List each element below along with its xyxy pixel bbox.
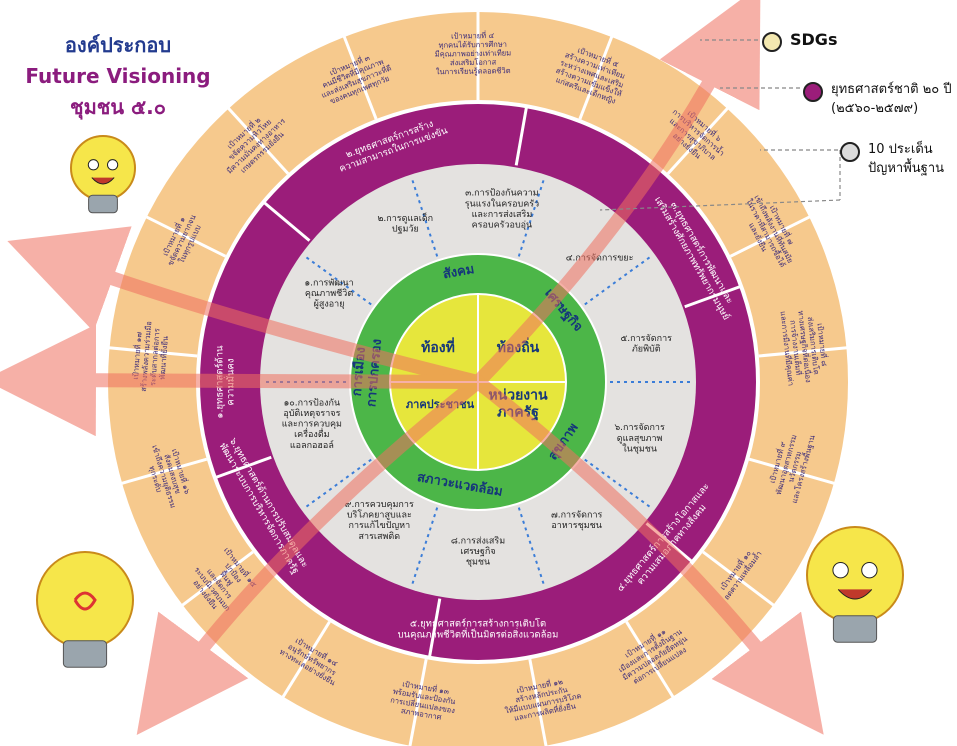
strategy-divider — [262, 200, 311, 242]
issue-divider — [584, 254, 654, 306]
issue-9: ๙.การควบคุมการบริโภคยาสูบและการแก้ไขปัญห… — [345, 500, 414, 542]
bulb-character-bottom-right — [806, 526, 904, 643]
title-block: องค์ประกอบ Future Visioning ชุมชน ๕.๐ — [18, 30, 218, 123]
sdg-divider — [342, 34, 378, 120]
issue-6: ๖.การจัดการดูแลสุขภาพในชุมชน — [614, 423, 665, 454]
sdg-divider — [408, 658, 428, 746]
title-line-2: Future Visioning — [25, 64, 211, 88]
issue-divider — [584, 458, 654, 510]
strategy-5: ๕.ยุทธศาสตร์การสร้างการเติบโตบนคุณภาพชีว… — [398, 617, 559, 640]
legend-dot-gray — [840, 142, 860, 162]
issue-3: ๓.การป้องกันความรุนแรงในครอบครัวและการส่… — [465, 188, 539, 231]
center-quadrant-1: ท้องที่ — [421, 337, 455, 356]
sdg-divider — [107, 346, 198, 358]
sdg-goal-12: เป้าหมายที่ ๑๒สร้างหลักประกันให้มีแบบแผน… — [500, 673, 584, 724]
sdg-divider — [226, 106, 290, 175]
sdg-divider — [625, 620, 676, 700]
bulb-heart-bottom-left — [36, 551, 134, 668]
legend-national-strategy: ยุทธศาสตร์ชาติ ๒๐ ปี (๒๕๖๐-๒๕๗๙) — [803, 80, 953, 118]
issue-divider — [517, 507, 546, 588]
issue-10: ๑๐.การป้องกันอุบัติเหตุจราจรและการควบคุม… — [282, 397, 342, 451]
issue-7: ๗.การจัดการอาหารชุมชน — [551, 511, 603, 532]
sdg-divider — [702, 550, 776, 608]
issue-1: ๑.การพัฒนาคุณภาพชีวิตผู้สูงอายุ — [304, 278, 353, 309]
legend-dot-purple — [803, 82, 823, 102]
strategy-divider — [684, 284, 742, 309]
bulb-character-top-left — [70, 135, 136, 214]
green-ring-label-1: สังคม — [442, 262, 476, 282]
issue-4: ๔.การจัดการขยะ — [566, 253, 634, 263]
sdg-goal-4: เป้าหมายที่ ๔ทุกคนได้รับการศึกษามีคุณภาพ… — [434, 30, 511, 77]
issue-divider — [410, 507, 439, 588]
issue-2: ๒.การดูแลเด็กปฐมวัย — [377, 211, 433, 235]
radiating-arrow — [471, 375, 824, 735]
sdg-divider — [180, 550, 254, 608]
radiating-arrow — [7, 226, 485, 389]
sdg-divider — [729, 214, 812, 258]
radiating-arrow — [136, 375, 485, 736]
sdg-divider — [748, 457, 837, 486]
issue-divider — [302, 458, 372, 510]
issue-8: ๘.การส่งเสริมเศรษฐกิจชุมชน — [451, 535, 505, 567]
issue-divider — [302, 254, 372, 306]
strategy-divider — [427, 598, 442, 659]
issue-divider — [517, 176, 546, 257]
sdg-divider — [280, 620, 331, 700]
strategy-divider — [214, 455, 272, 480]
legend-basic-issues: 10 ประเด็น ปัญหาพื้นฐาน — [840, 140, 952, 178]
sdg-divider — [144, 214, 227, 258]
sdg-divider — [666, 106, 730, 175]
issue-5: ๕.การจัดการภัยพิบัติ — [621, 334, 673, 355]
legend-connector — [599, 199, 841, 211]
legend-sdgs: SDGs — [762, 30, 837, 52]
sdg-divider — [528, 658, 548, 746]
title-line-1: องค์ประกอบ — [64, 33, 172, 57]
legend-national-strategy-label: ยุทธศาสตร์ชาติ ๒๐ ปี (๒๕๖๐-๒๕๗๙) — [831, 82, 952, 116]
radiating-arrow — [0, 324, 485, 437]
title-line-3: ชุมชน ๕.๐ — [70, 95, 166, 119]
issue-divider — [410, 176, 439, 257]
sdg-divider — [119, 457, 208, 486]
legend-basic-issues-label: 10 ประเด็น ปัญหาพื้นฐาน — [868, 142, 945, 176]
legend-sdgs-label: SDGs — [790, 30, 838, 49]
sdg-divider — [578, 34, 614, 120]
legend-dot-yellow — [762, 32, 782, 52]
strategy-divider — [514, 105, 529, 166]
sdg-divider — [758, 346, 849, 358]
